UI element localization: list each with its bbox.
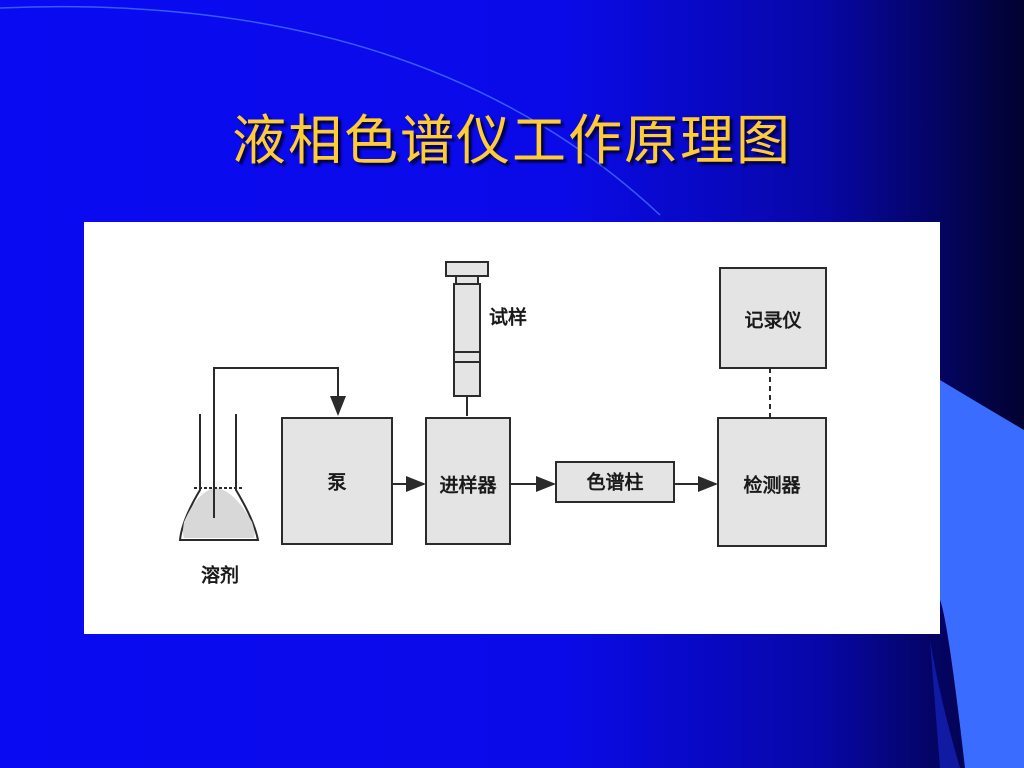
syringe-icon [445,261,489,416]
detector-box [717,417,827,547]
recorder-label: 记录仪 [744,309,802,332]
background-swoosh-right [940,380,1024,768]
hplc-diagram [178,261,827,547]
pump-label: 泵 [327,471,347,494]
column-box [555,461,675,503]
column-label: 色谱柱 [586,471,644,494]
pump-box [281,417,393,545]
background-swoosh-dark [930,640,960,768]
recorder-box [719,267,827,369]
injector-label: 进样器 [439,474,497,497]
background-arc-line [0,5,661,216]
sample-label: 试样 [488,306,528,329]
detector-label: 检测器 [743,474,801,497]
solvent-label: 溶剂 [200,564,240,587]
slide-title: 液相色谱仪工作原理图 [232,109,792,172]
injector-box [425,417,511,545]
solvent-flask [178,414,260,541]
solvent-tube [213,367,346,518]
diagram-panel: 泵 进样器 试样 色谱柱 检测器 记录仪 溶剂 [84,222,940,634]
